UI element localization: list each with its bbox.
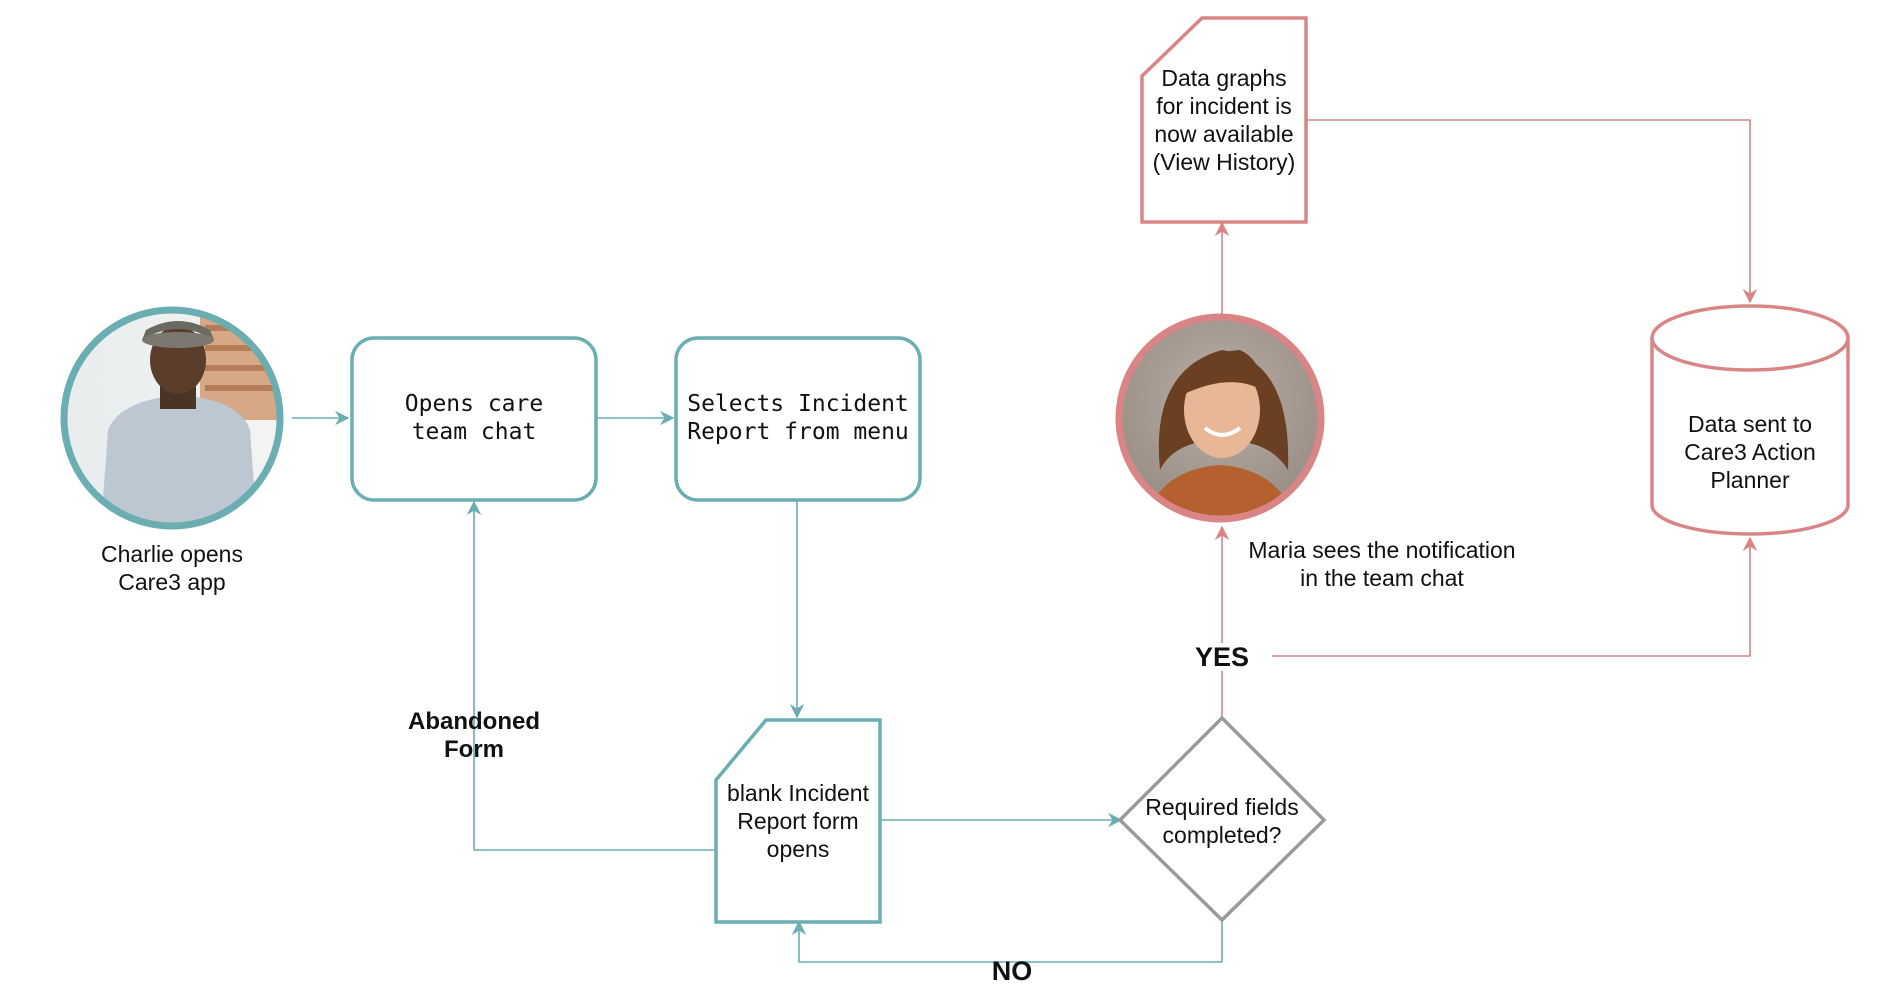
label-data-graphs: Data graphs for incident is now availabl… bbox=[1152, 65, 1296, 175]
person-photo-charlie bbox=[60, 306, 284, 530]
node-action-planner[interactable] bbox=[1650, 304, 1850, 536]
node-blank-form[interactable] bbox=[714, 718, 882, 924]
edge-label-abandoned-form: Abandoned Form bbox=[408, 708, 540, 763]
person-photo-maria bbox=[1115, 313, 1325, 523]
edge-yes-to-planner bbox=[1222, 536, 1758, 657]
edge-graphs-to-planner bbox=[1307, 119, 1758, 304]
caption-maria: Maria sees the notification in the team … bbox=[1248, 537, 1516, 591]
label-opens-chat: Opens care team chat bbox=[404, 391, 544, 445]
edge-label-no: NO bbox=[991, 956, 1033, 986]
node-selects-report[interactable] bbox=[674, 336, 922, 502]
node-decision[interactable] bbox=[1117, 715, 1327, 923]
edge-label-yes: YES bbox=[1172, 643, 1272, 671]
label-selects-report: Selects Incident Report from menu bbox=[687, 391, 909, 445]
edge-decision-no bbox=[791, 920, 1223, 963]
caption-charlie: Charlie opens Care3 app bbox=[101, 541, 243, 595]
node-opens-chat[interactable] bbox=[350, 336, 598, 502]
label-decision: Required fields completed? bbox=[1145, 794, 1299, 848]
edge-abandoned-form bbox=[466, 500, 716, 851]
label-action-planner: Data sent to Care3 Action Planner bbox=[1684, 411, 1816, 493]
label-blank-form: blank Incident Report form opens bbox=[727, 780, 869, 862]
node-data-graphs[interactable] bbox=[1140, 16, 1308, 224]
